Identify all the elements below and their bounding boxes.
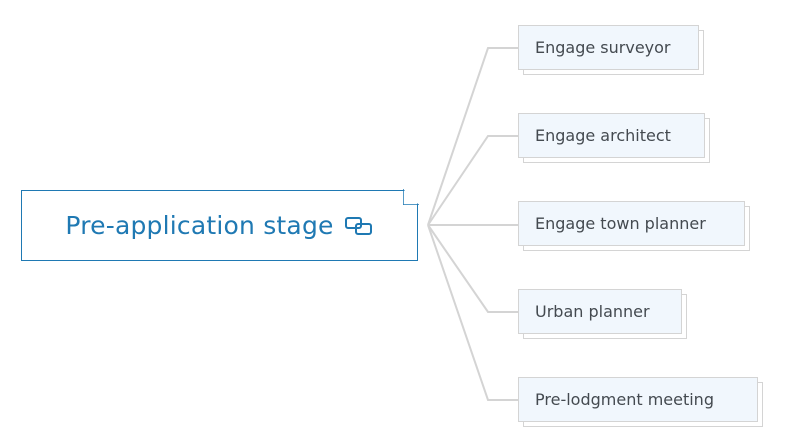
linked-topics-icon[interactable] [344, 215, 374, 237]
subtopic-card: Engage surveyor [518, 25, 699, 70]
subtopic-card: Pre-lodgment meeting [518, 377, 758, 422]
subtopic-engage-town-planner[interactable]: Engage town planner [518, 201, 750, 251]
subtopic-pre-lodgment-meeting[interactable]: Pre-lodgment meeting [518, 377, 763, 427]
central-topic[interactable]: Pre-application stage [21, 189, 419, 261]
subtopic-label: Engage architect [535, 126, 671, 145]
connector-line [427, 224, 518, 401]
subtopic-card: Engage town planner [518, 201, 745, 246]
subtopic-label: Engage surveyor [535, 38, 671, 57]
subtopic-card: Engage architect [518, 113, 705, 158]
subtopic-urban-planner[interactable]: Urban planner [518, 289, 687, 339]
central-topic-label: Pre-application stage [65, 211, 334, 240]
subtopic-engage-surveyor[interactable]: Engage surveyor [518, 25, 704, 75]
connector-line [427, 47, 518, 226]
subtopic-card: Urban planner [518, 289, 682, 334]
subtopic-label: Pre-lodgment meeting [535, 390, 714, 409]
connector-line [427, 135, 518, 226]
subtopic-label: Urban planner [535, 302, 650, 321]
subtopic-label: Engage town planner [535, 214, 706, 233]
note-corner-icon [403, 189, 419, 205]
connector-line [427, 224, 518, 313]
subtopic-engage-architect[interactable]: Engage architect [518, 113, 710, 163]
